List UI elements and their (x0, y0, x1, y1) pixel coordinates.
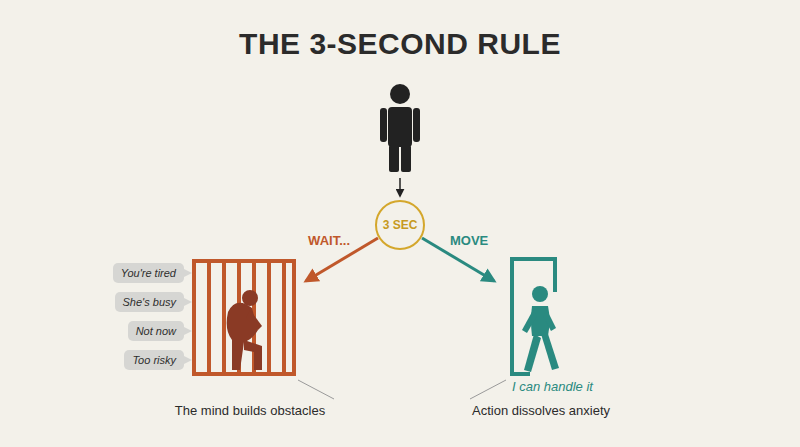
branch-label: WAIT... (308, 233, 350, 248)
leader-line (470, 380, 506, 399)
leader-line (298, 380, 334, 399)
crouched-figure (227, 290, 262, 370)
node-text: 3 SEC (383, 218, 418, 232)
thought-bubble: You're tired (113, 263, 184, 283)
thought-bubble: Too risky (124, 350, 184, 370)
bubble-tails (184, 269, 192, 364)
node-text: She's busy (123, 296, 176, 308)
node-text: Too risky (132, 354, 176, 366)
title: THE 3-SECOND RULE (239, 27, 561, 61)
person-figure (380, 84, 420, 172)
node-text: Not now (136, 325, 176, 337)
thought-bubble: Not now (128, 321, 184, 341)
caption-note: Action dissolves anxiety (472, 403, 610, 418)
branch-label: MOVE (450, 233, 488, 248)
affirmation: I can handle it (512, 379, 593, 394)
caption-note: The mind builds obstacles (175, 403, 325, 418)
timer-circle: 3 SEC (375, 200, 425, 250)
down-arrow (399, 178, 401, 196)
cage (192, 259, 296, 376)
walking-figure (522, 286, 559, 372)
thought-bubble: She's busy (115, 292, 184, 312)
node-text: You're tired (121, 267, 176, 279)
